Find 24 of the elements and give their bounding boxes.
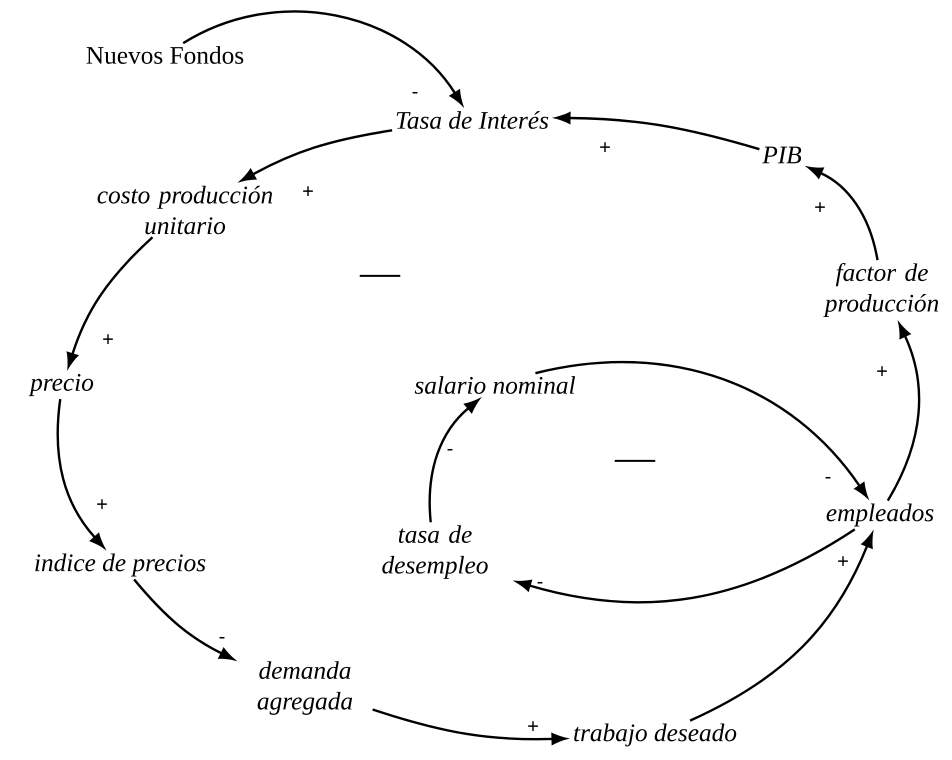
arrow xyxy=(56,398,104,548)
variable-label: salario nominal xyxy=(414,376,576,394)
variable-label: Nuevos Fondos xyxy=(86,46,244,64)
variable-label: empleados xyxy=(826,504,934,526)
polarity-sign: + xyxy=(815,202,825,212)
polarity-sign: - xyxy=(448,448,452,451)
arrow xyxy=(428,398,480,522)
variable-label: indice de precios xyxy=(35,554,206,576)
loop-sign: — xyxy=(360,274,400,277)
variable-label: trabajo deseado xyxy=(574,724,736,746)
variable-label: demanda agregada xyxy=(258,661,352,715)
polarity-sign: + xyxy=(877,366,887,376)
variable-label: precio xyxy=(28,374,94,396)
polarity-sign: + xyxy=(528,721,538,732)
polarity-sign: + xyxy=(303,186,313,196)
arrow xyxy=(182,10,463,105)
variable-label: tasa de desempleo xyxy=(382,525,488,579)
variable-label: Tasa de Interés xyxy=(396,111,548,129)
polarity-sign: - xyxy=(412,92,418,94)
variable-label: PIB xyxy=(762,146,802,164)
variable-label: costo producción unitario xyxy=(98,186,272,234)
variable-label: factor de producción xyxy=(823,263,938,317)
arrow xyxy=(240,129,392,182)
polarity-sign: + xyxy=(97,499,107,510)
